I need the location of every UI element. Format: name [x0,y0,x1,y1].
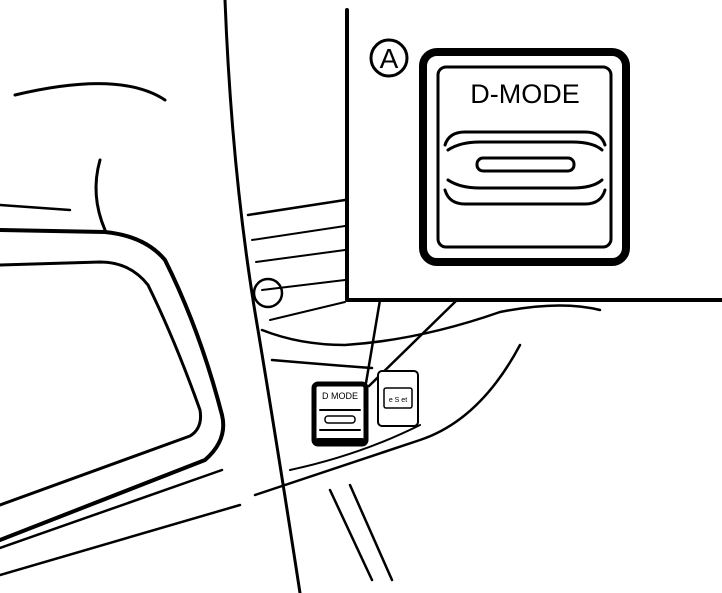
inset-frame [345,8,722,302]
callout-letter: A [380,43,399,74]
adjacent-switch: e S et [377,370,419,427]
vent-line-1 [251,225,346,241]
ignition-knob [252,277,284,309]
vent-line-3 [261,279,346,291]
small-switch-slot [324,415,356,424]
lower-dash-panel [253,343,522,582]
hood-inner [0,260,202,507]
lower-panel-edge [253,343,522,497]
dash-lower-edge [0,468,224,550]
vent-line-2 [255,249,346,263]
support-leg-left [328,488,374,582]
magnified-switch-label: D-MODE [470,79,580,109]
steering-wheel-rim-inner [13,82,167,102]
small-switch-rocker [319,409,361,431]
column-cover [260,304,602,347]
magnified-rocker-bottom [443,188,607,206]
steering-wheel [13,0,302,593]
magnified-rocker-bottom-inner [446,178,604,190]
center-dash [246,198,602,370]
small-switch-label: D MODE [322,391,358,401]
hood-outer [0,228,226,542]
support-leg-right [348,483,394,582]
callout-marker-a: A [369,38,409,78]
magnified-dmode-switch: D-MODE [419,48,630,266]
magnified-rocker-top [443,130,607,147]
vent-top [246,198,347,217]
lower-panel-edge-2 [289,424,421,471]
magnified-indicator-slot [475,156,576,173]
adjacent-switch-label: e S et [389,397,407,404]
callout-circle [369,38,409,78]
dmode-switch: D MODE [311,381,369,447]
magnified-rocker-top-inner [446,140,604,152]
instrument-cluster-hood [0,203,242,577]
hood-inner-2 [0,203,72,212]
knee-panel-top [270,358,374,370]
adjacent-switch-face [383,387,413,409]
vent-line-4 [269,301,346,321]
steering-wheel-rim-outer [223,0,302,593]
inset-panel [345,8,722,302]
dash-lower-edge-2 [0,503,242,577]
steering-wheel-spoke [94,158,107,232]
